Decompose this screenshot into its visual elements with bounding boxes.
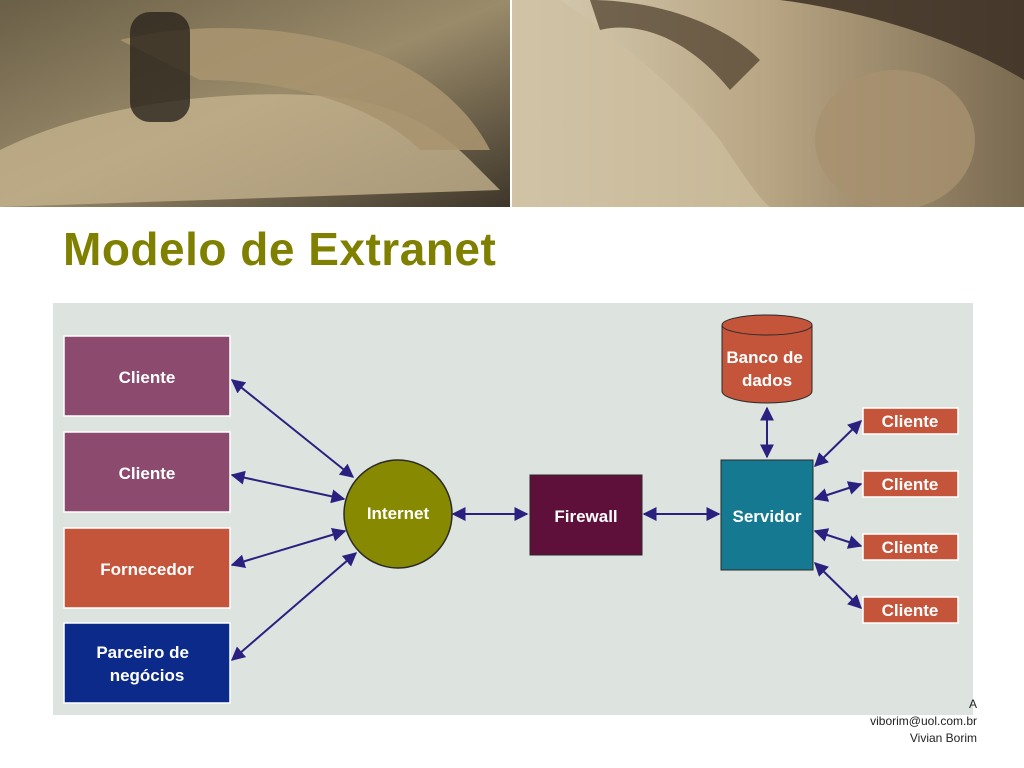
footer-fragment: A — [968, 697, 977, 711]
node-servidor: Servidor — [720, 459, 814, 571]
footer-email: viborim@uol.com.br — [870, 714, 977, 728]
node-label: Cliente — [119, 368, 176, 387]
node-label: Cliente — [882, 538, 939, 557]
node-label: Cliente — [882, 412, 939, 431]
link-cliente2-internet — [230, 470, 346, 504]
node-label: Banco de dados — [726, 348, 807, 390]
node-cliente-right-4: Cliente — [862, 596, 959, 624]
node-label: Fornecedor — [100, 560, 194, 579]
node-cliente-right-2: Cliente — [862, 470, 959, 498]
node-parceiro-de-negocios: Parceiro de negócios — [63, 622, 231, 704]
node-firewall: Firewall — [529, 474, 643, 556]
node-cliente-right-3: Cliente — [862, 533, 959, 561]
link-cliente1-internet — [230, 379, 355, 478]
extranet-diagram: Cliente Cliente Fornecedor Parceiro de n… — [53, 303, 973, 715]
header-banner-photo — [0, 0, 1024, 207]
node-label: Cliente — [882, 601, 939, 620]
slide-title: Modelo de Extranet — [63, 223, 497, 275]
link-servidor-cliente2 — [813, 481, 863, 502]
node-label: Firewall — [554, 507, 617, 526]
link-servidor-cliente4 — [813, 562, 863, 609]
link-servidor-cliente1 — [813, 420, 863, 467]
link-fornecedor-internet — [230, 527, 347, 569]
node-fornecedor: Fornecedor — [63, 527, 231, 609]
node-internet: Internet — [343, 459, 453, 569]
node-label: Internet — [367, 504, 430, 523]
node-label-line-2: dados — [742, 371, 792, 390]
slide-footer: A viborim@uol.com.br Vivian Borim — [870, 696, 977, 747]
node-label-line-1: Parceiro de — [96, 643, 189, 662]
node-cliente-left-2: Cliente — [63, 431, 231, 513]
node-label: Parceiro de negócios — [96, 643, 193, 685]
node-cliente-left-1: Cliente — [63, 335, 231, 417]
node-label: Servidor — [733, 507, 802, 526]
node-banco-de-dados: Banco de dados — [721, 314, 813, 404]
node-label-line-1: Banco de — [726, 348, 803, 367]
node-label: Cliente — [882, 475, 939, 494]
link-parceiro-internet — [230, 552, 358, 661]
node-cliente-right-1: Cliente — [862, 407, 959, 435]
node-label: Cliente — [119, 464, 176, 483]
node-label-line-2: negócios — [110, 666, 185, 685]
footer-author: Vivian Borim — [909, 731, 977, 745]
link-servidor-cliente3 — [813, 528, 863, 549]
